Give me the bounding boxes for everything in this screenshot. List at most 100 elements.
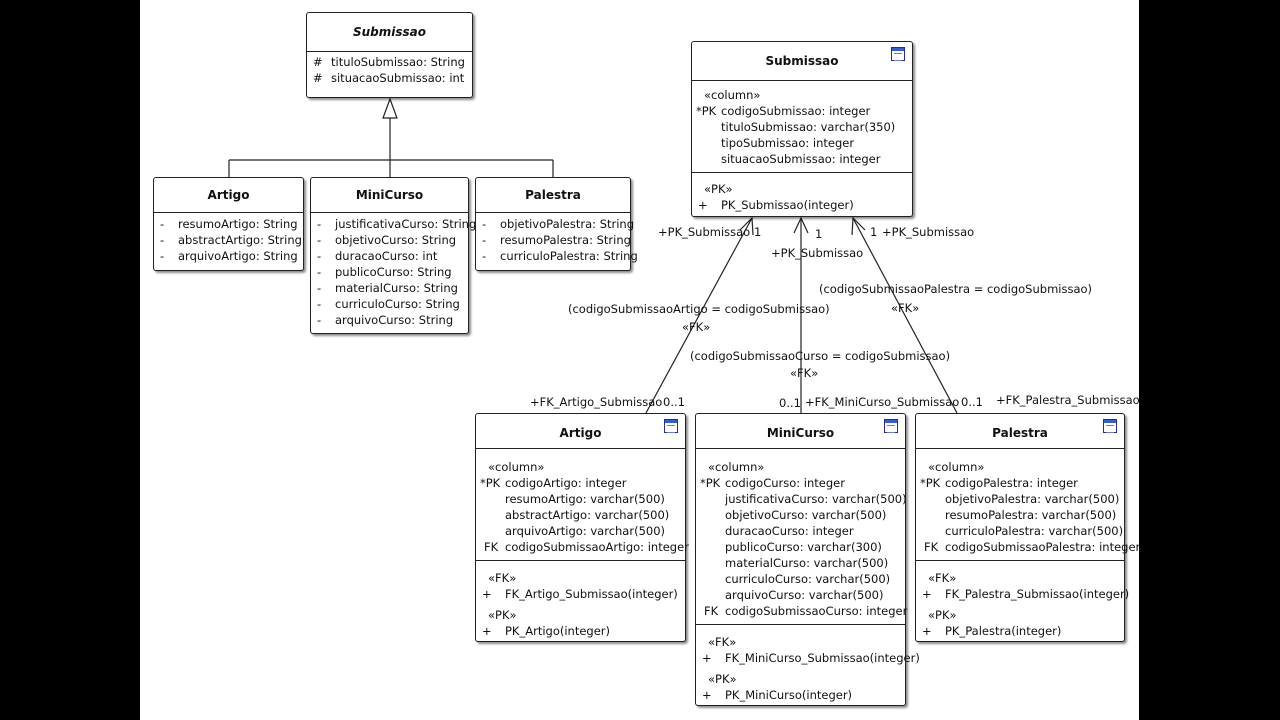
attribute-row: -resumoPalestra: String bbox=[482, 233, 631, 247]
uml-class-palestra[interactable]: Palestra -objetivoPalestra: String -resu… bbox=[475, 177, 638, 271]
attribute-row: -arquivoArtigo: String bbox=[160, 249, 298, 263]
pk-stereotype: «PK» bbox=[704, 182, 733, 196]
operation-row: +FK_Palestra_Submissao(integer) bbox=[922, 587, 1130, 601]
rel-palestra-stereotype: «FK» bbox=[891, 301, 920, 315]
column-stereotype: «column» bbox=[488, 460, 545, 474]
rel-minicurso-condition: (codigoSubmissaoCurso = codigoSubmissao) bbox=[690, 349, 951, 363]
rel-artigo-pk-mult: 1 bbox=[754, 225, 762, 239]
attribute-row: -abstractArtigo: String bbox=[160, 233, 302, 247]
table-name: Palestra bbox=[992, 426, 1048, 440]
rel-artigo-condition: (codigoSubmissaoArtigo = codigoSubmissao… bbox=[568, 302, 830, 316]
table-icon bbox=[884, 419, 898, 433]
column-row: arquivoArtigo: varchar(500) bbox=[505, 524, 666, 538]
table-submissao-operations: «PK» +PK_Submissao(integer) bbox=[692, 173, 912, 217]
attribute-row: -publicoCurso: String bbox=[317, 265, 452, 279]
rel-minicurso-pk-mult: 1 bbox=[815, 227, 823, 241]
uml-class-minicurso[interactable]: MiniCurso -justificativaCurso: String -o… bbox=[310, 177, 477, 334]
attribute-row: #situacaoSubmissao: int bbox=[313, 71, 465, 85]
table-icon bbox=[664, 419, 678, 433]
rel-palestra-condition: (codigoSubmissaoPalestra = codigoSubmiss… bbox=[819, 282, 1093, 296]
uml-class-submissao-title: Submissao bbox=[307, 13, 472, 52]
uml-class-submissao-attributes: #tituloSubmissao: String #situacaoSubmis… bbox=[307, 52, 472, 90]
attribute-row: -objetivoPalestra: String bbox=[482, 217, 635, 231]
column-row: curriculoPalestra: varchar(500) bbox=[945, 524, 1124, 538]
table-minicurso-operations: «FK» +FK_MiniCurso_Submissao(integer) «P… bbox=[696, 625, 920, 707]
table-submissao-title: Submissao bbox=[692, 42, 912, 81]
rel-minicurso-stereotype: «FK» bbox=[790, 366, 819, 380]
rel-minicurso-fk-role: +FK_MiniCurso_Submissao bbox=[805, 395, 960, 409]
fk-line-palestra[interactable] bbox=[852, 217, 958, 414]
column-row: situacaoSubmissao: integer bbox=[721, 152, 881, 166]
column-row: justificativaCurso: varchar(500) bbox=[725, 492, 907, 506]
uml-class-artigo-title: Artigo bbox=[154, 178, 303, 213]
arrowhead-palestra-icon bbox=[851, 216, 866, 236]
column-row: objetivoCurso: varchar(500) bbox=[725, 508, 887, 522]
operation-row: +PK_Artigo(integer) bbox=[482, 624, 611, 638]
table-name: Artigo bbox=[559, 426, 602, 440]
table-icon bbox=[1103, 419, 1117, 433]
operation-row: +FK_MiniCurso_Submissao(integer) bbox=[702, 651, 920, 665]
column-stereotype: «column» bbox=[704, 88, 761, 102]
operation-row: +PK_Submissao(integer) bbox=[698, 198, 854, 212]
table-minicurso-title: MiniCurso bbox=[696, 414, 905, 449]
attribute-row: -curriculoPalestra: String bbox=[482, 249, 638, 263]
rel-artigo-pk-role: +PK_Submissao bbox=[658, 225, 751, 239]
attribute-row: #tituloSubmissao: String bbox=[313, 55, 465, 69]
fk-stereotype: «FK» bbox=[928, 571, 957, 585]
attribute-row: -curriculoCurso: String bbox=[317, 297, 460, 311]
table-artigo-operations: «FK» +FK_Artigo_Submissao(integer) «PK» … bbox=[476, 561, 685, 643]
fk-stereotype: «FK» bbox=[488, 571, 517, 585]
attribute-row: -duracaoCurso: int bbox=[317, 249, 438, 263]
rel-artigo-stereotype: «FK» bbox=[682, 320, 711, 334]
uml-class-palestra-title: Palestra bbox=[476, 178, 630, 213]
uml-class-minicurso-title: MiniCurso bbox=[311, 178, 468, 213]
fk-line-artigo[interactable] bbox=[645, 217, 753, 414]
rel-artigo-fk-role: +FK_Artigo_Submissao bbox=[530, 395, 663, 409]
rel-minicurso-pk-role: +PK_Submissao bbox=[771, 246, 864, 260]
table-palestra-operations: «FK» +FK_Palestra_Submissao(integer) «PK… bbox=[916, 561, 1130, 643]
column-row: tituloSubmissao: varchar(350) bbox=[721, 120, 896, 134]
pk-stereotype: «PK» bbox=[928, 608, 957, 622]
uml-class-artigo[interactable]: Artigo -resumoArtigo: String -abstractAr… bbox=[153, 177, 304, 271]
fk-stereotype: «FK» bbox=[708, 635, 737, 649]
pk-stereotype: «PK» bbox=[488, 608, 517, 622]
rel-artigo-fk-mult: 0..1 bbox=[663, 395, 685, 409]
table-name: MiniCurso bbox=[766, 426, 835, 440]
column-row: arquivoCurso: varchar(500) bbox=[725, 588, 884, 602]
column-row: curriculoCurso: varchar(500) bbox=[725, 572, 891, 586]
arrowhead-artigo-icon bbox=[739, 216, 754, 236]
column-stereotype: «column» bbox=[928, 460, 985, 474]
pk-stereotype: «PK» bbox=[708, 672, 737, 686]
attribute-row: -justificativaCurso: String bbox=[317, 217, 477, 231]
uml-class-palestra-attributes: -objetivoPalestra: String -resumoPalestr… bbox=[476, 213, 638, 268]
generalization-arrow-icon bbox=[382, 97, 398, 119]
column-row: resumoPalestra: varchar(500) bbox=[945, 508, 1117, 522]
uml-class-submissao[interactable]: Submissao #tituloSubmissao: String #situ… bbox=[306, 12, 473, 98]
column-row: publicoCurso: varchar(300) bbox=[725, 540, 882, 554]
operation-row: +FK_Artigo_Submissao(integer) bbox=[482, 587, 678, 601]
uml-class-minicurso-attributes: -justificativaCurso: String -objetivoCur… bbox=[311, 213, 477, 332]
operation-row: +PK_Palestra(integer) bbox=[922, 624, 1062, 638]
attribute-row: -materialCurso: String bbox=[317, 281, 458, 295]
column-row: tipoSubmissao: integer bbox=[721, 136, 855, 150]
attribute-row: -resumoArtigo: String bbox=[160, 217, 298, 231]
uml-class-artigo-attributes: -resumoArtigo: String -abstractArtigo: S… bbox=[154, 213, 303, 268]
column-row: materialCurso: varchar(500) bbox=[725, 556, 889, 570]
attribute-row: -objetivoCurso: String bbox=[317, 233, 457, 247]
column-row: objetivoPalestra: varchar(500) bbox=[945, 492, 1120, 506]
arrowhead-minicurso-icon bbox=[793, 216, 809, 234]
column-row: duracaoCurso: integer bbox=[725, 524, 854, 538]
rel-palestra-fk-role: +FK_Palestra_Submissao bbox=[996, 393, 1140, 407]
